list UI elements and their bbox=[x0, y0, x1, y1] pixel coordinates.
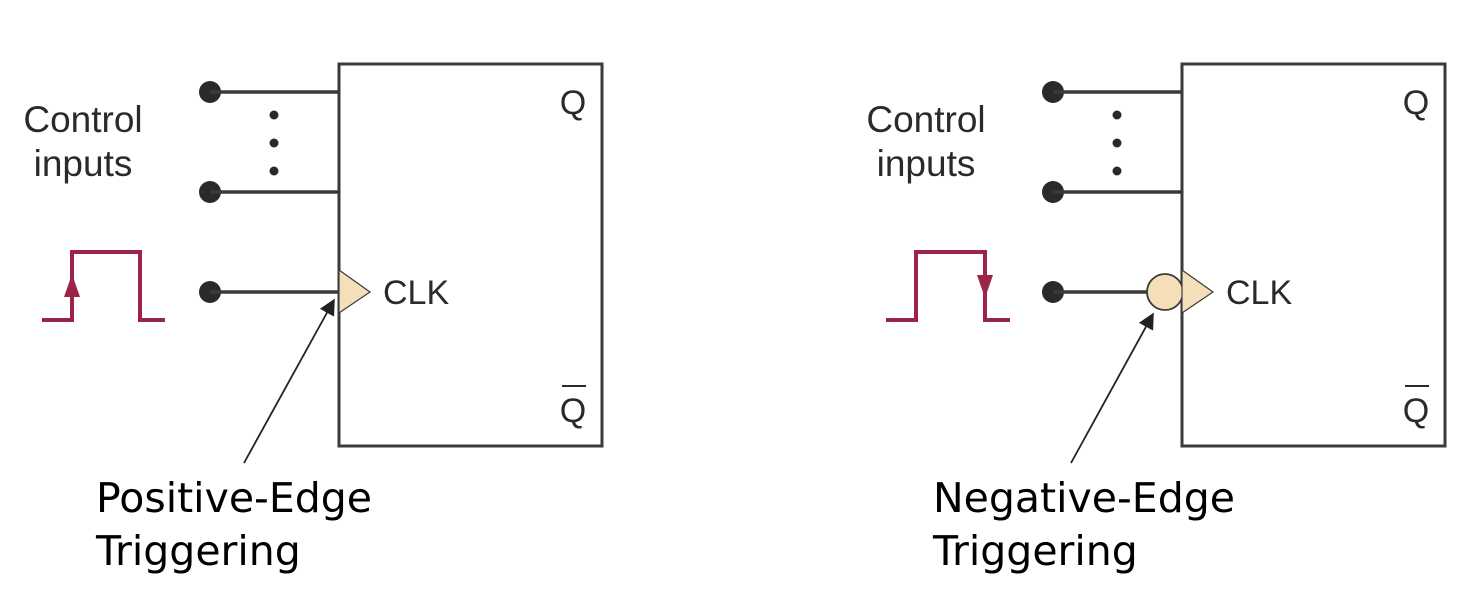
caption-line-2: Triggering bbox=[932, 527, 1138, 575]
clock-pulse-rising bbox=[42, 250, 165, 322]
flip-flop-box bbox=[337, 62, 604, 448]
falling-edge-arrow-icon bbox=[977, 275, 993, 298]
clk-triangle-icon bbox=[338, 268, 372, 315]
caption-line-1: Negative-Edge bbox=[933, 474, 1235, 522]
clock-pulse-falling bbox=[886, 250, 1010, 322]
q-output-label: Q bbox=[560, 84, 586, 122]
clk-label: CLK bbox=[383, 274, 449, 312]
q-bar-output-label: Q bbox=[560, 392, 586, 430]
caption-line-2: Triggering bbox=[95, 527, 301, 575]
pointer-arrow bbox=[1070, 312, 1154, 464]
control-inputs-label: Control bbox=[866, 99, 985, 140]
control-inputs-label: inputs bbox=[877, 143, 976, 184]
clk-triangle-icon bbox=[1181, 268, 1215, 315]
flip-flop-box bbox=[1180, 62, 1447, 448]
control-input-lines bbox=[199, 81, 339, 203]
q-bar-output-label: Q bbox=[1403, 392, 1429, 430]
negative-edge-diagram: Control inputs CLK Q Q Negative-Edge Tri… bbox=[866, 62, 1447, 575]
positive-edge-diagram: Control inputs CLK Q Q Positive-Edge Tri… bbox=[23, 62, 604, 575]
control-inputs-label: inputs bbox=[34, 143, 133, 184]
rising-edge-arrow-icon bbox=[64, 274, 80, 297]
clk-label: CLK bbox=[1226, 274, 1292, 312]
control-inputs-label: Control bbox=[23, 99, 142, 140]
inversion-bubble-icon bbox=[1146, 273, 1184, 311]
pointer-arrow bbox=[243, 298, 335, 464]
caption-line-1: Positive-Edge bbox=[96, 474, 372, 522]
control-input-lines bbox=[1042, 81, 1182, 203]
q-output-label: Q bbox=[1403, 84, 1429, 122]
